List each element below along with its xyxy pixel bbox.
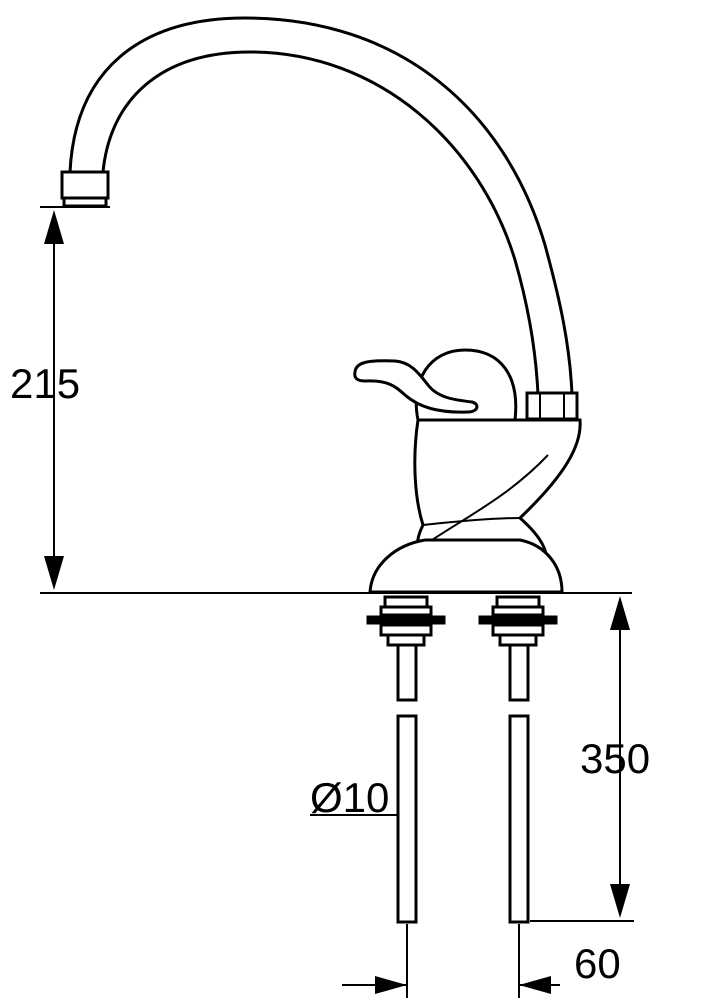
spout: [68, 16, 574, 397]
lever-handle: [353, 359, 479, 414]
mounting-fitting-left: [366, 595, 446, 647]
dimension-pipe-spacing: 60: [342, 924, 621, 998]
pipe-spacing-label: 60: [574, 940, 621, 987]
spout-height-label: 215: [10, 360, 80, 407]
dimension-pipe-length: 350: [530, 596, 650, 922]
supply-pipe-left: [396, 643, 418, 924]
base-dome: [368, 538, 564, 594]
spout-aerator: [60, 170, 110, 208]
pipe-length-label: 350: [580, 735, 650, 782]
dimension-pipe-diameter: Ø10: [310, 774, 398, 821]
pipe-diameter-label: Ø10: [310, 774, 389, 821]
dimension-spout-height: 215: [10, 206, 110, 590]
spout-base-nut: [525, 391, 579, 421]
supply-pipe-right: [508, 643, 530, 924]
mounting-fitting-right: [478, 595, 558, 647]
